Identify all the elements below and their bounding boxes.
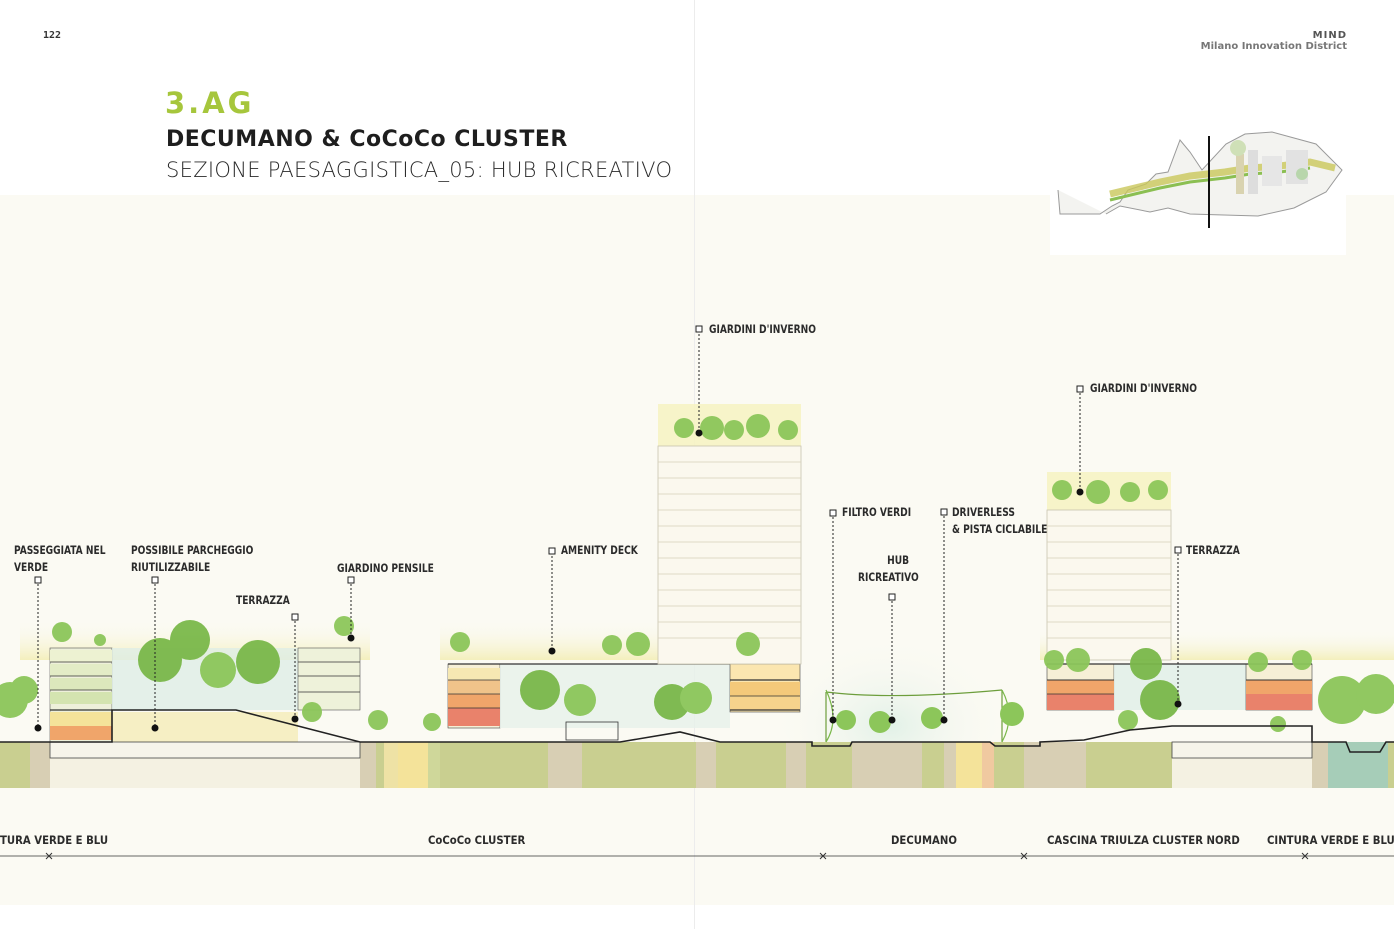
tower-right <box>1046 472 1313 759</box>
label-passeggiata-nel-verde: PASSEGGIATA NEL VERDE <box>14 542 106 576</box>
tower-left <box>657 404 802 665</box>
tower-left-floors <box>658 461 801 639</box>
zone-markers <box>45 852 1309 860</box>
trees <box>0 414 1394 732</box>
ground-profile <box>0 709 1394 753</box>
label-line: POSSIBILE PARCHEGGIO <box>131 543 254 557</box>
section-subtitle: SEZIONE PAESAGGISTICA_05: HUB RICREATIVO <box>166 158 673 182</box>
label-line: HUB <box>887 553 910 567</box>
label-line: RICREATIVO <box>858 570 919 584</box>
section-title: DECUMANO & CoCoCo CLUSTER <box>166 127 568 152</box>
leader-lines <box>37 334 1179 728</box>
label-driverless-pista-ciclabile: DRIVERLESS & PISTA CICLABILE <box>952 504 1047 538</box>
zone-label-cintura-right: CINTURA VERDE E BLU <box>1267 833 1394 847</box>
label-terrazza-right: TERRAZZA <box>1186 543 1240 557</box>
label-giardini-inverno-tower-right: GIARDINI D'INVERNO <box>1090 381 1198 395</box>
brand-subtitle: Milano Innovation District <box>1200 41 1347 52</box>
key-plan-drawing <box>1057 131 1343 228</box>
tower-right-floors <box>1047 525 1171 639</box>
label-possibile-parcheggio: POSSIBILE PARCHEGGIO RIUTILIZZABILE <box>131 542 253 576</box>
label-amenity-deck: AMENITY DECK <box>561 543 638 557</box>
brand-name: MIND <box>1312 30 1347 41</box>
hub-trees <box>836 702 1024 733</box>
section-code: 3.AG <box>165 86 255 120</box>
leader-markers <box>34 325 1182 621</box>
label-giardino-pensile: GIARDINO PENSILE <box>337 561 434 575</box>
zone-label-cascina-triulza: CASCINA TRIULZA CLUSTER NORD <box>1047 833 1240 847</box>
label-line: RIUTILIZZABILE <box>131 560 211 574</box>
zone-label-cintura-left: TURA VERDE E BLU <box>0 833 109 847</box>
label-line: PASSEGGIATA NEL <box>14 543 106 557</box>
zone-label-cococo-cluster: CoCoCo CLUSTER <box>428 833 526 847</box>
brand-block: MIND Milano Innovation District <box>1201 30 1347 52</box>
label-giardini-inverno-tower-left: GIARDINI D'INVERNO <box>709 322 817 336</box>
label-line: DRIVERLESS <box>952 505 1015 519</box>
page-number: 122 <box>43 30 62 41</box>
label-terrazza-left: TERRAZZA <box>236 593 290 607</box>
label-line: & PISTA CICLABILE <box>952 522 1048 536</box>
label-line: VERDE <box>14 560 49 574</box>
zone-label-decumano: DECUMANO <box>891 833 957 847</box>
key-plan-minimap <box>1050 122 1346 255</box>
label-filtro-verdi: FILTRO VERDI <box>842 505 912 519</box>
leader-dots <box>34 429 1182 732</box>
label-hub-ricreativo: HUB RICREATIVO <box>858 552 919 586</box>
cococo-building <box>447 663 801 741</box>
